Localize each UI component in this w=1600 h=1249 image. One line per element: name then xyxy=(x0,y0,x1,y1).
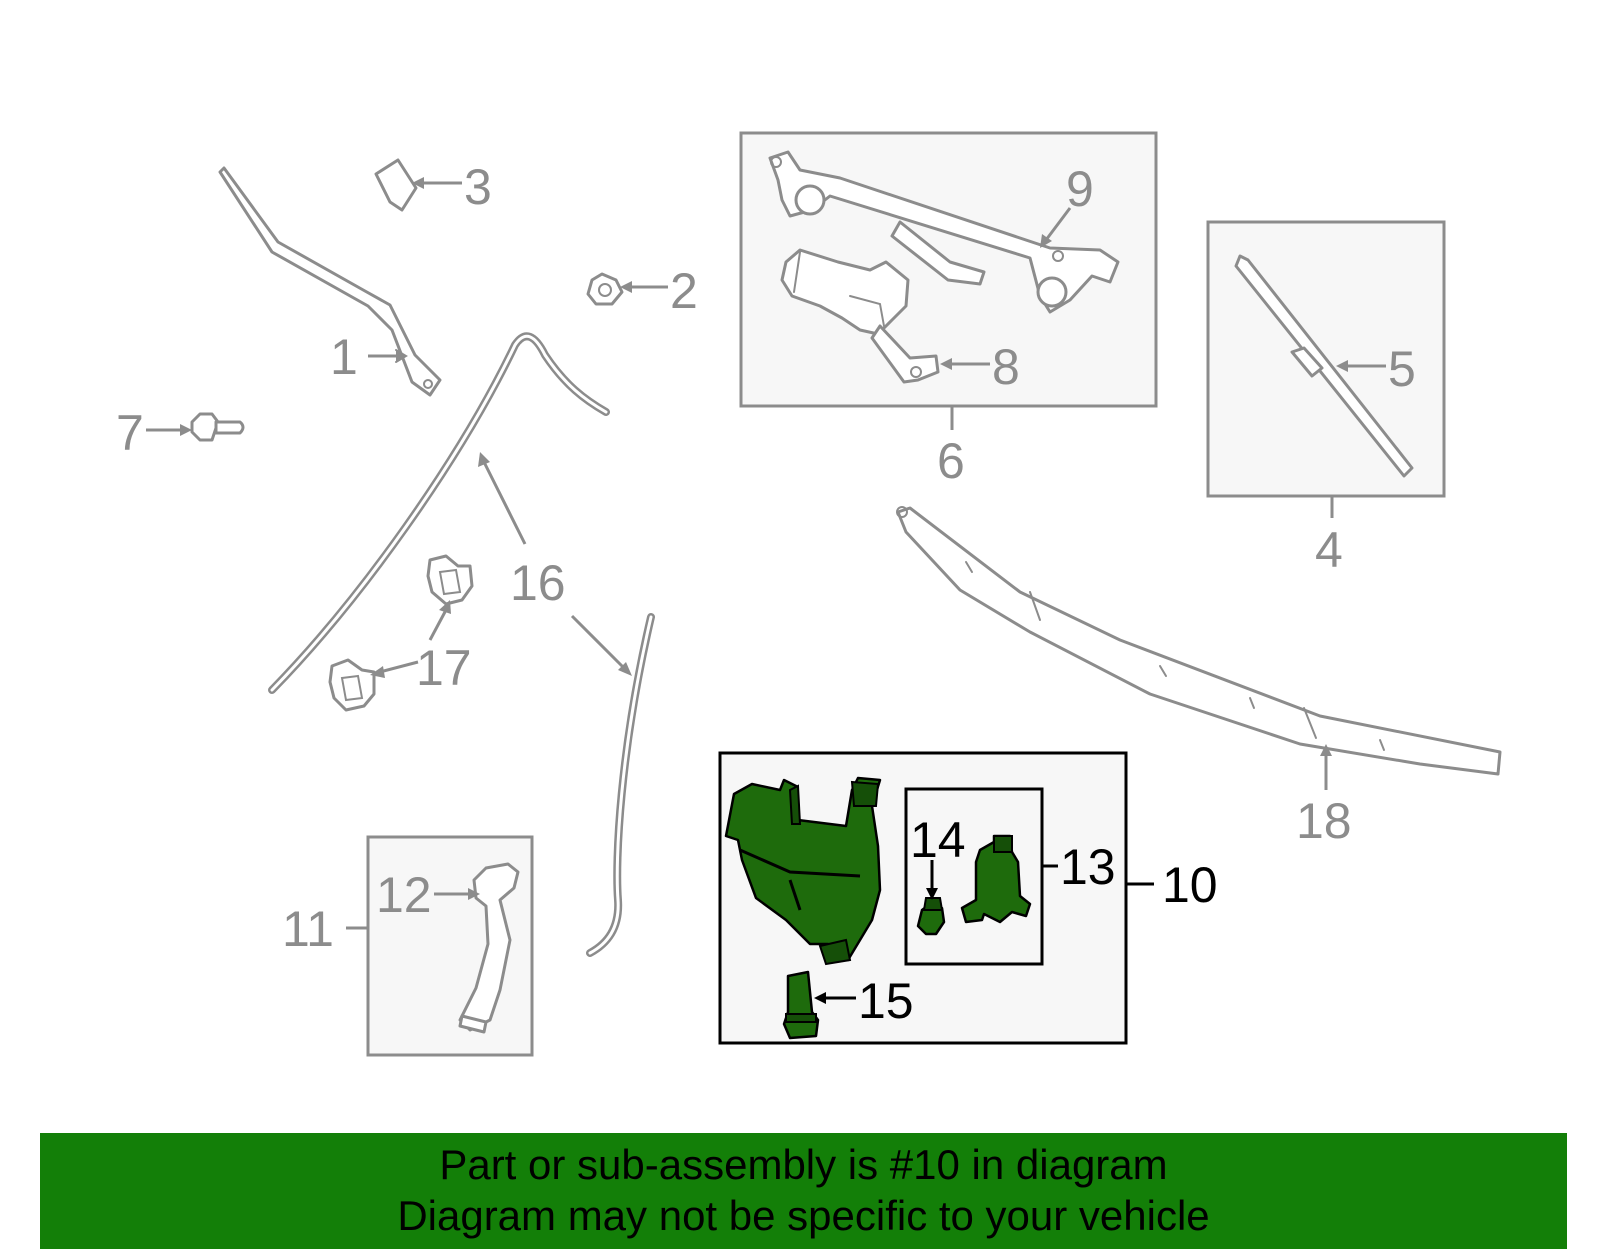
callout-16: 16 xyxy=(510,555,566,611)
callout-15: 15 xyxy=(858,973,914,1029)
part-8-motor[interactable] xyxy=(780,248,940,384)
callout-3: 3 xyxy=(464,159,492,215)
callout-13: 13 xyxy=(1060,839,1116,895)
part-14-grommet[interactable] xyxy=(916,897,946,936)
part-9-linkage[interactable] xyxy=(768,150,1120,314)
callout-7: 7 xyxy=(116,405,144,461)
callout-18: 18 xyxy=(1296,793,1352,849)
part-15-reservoir-strainer[interactable] xyxy=(782,970,820,1040)
part-1-wiper-arm[interactable] xyxy=(218,166,442,397)
callout-6: 6 xyxy=(937,433,965,489)
banner-line-1: Part or sub-assembly is #10 in diagram xyxy=(439,1141,1168,1188)
callout-14: 14 xyxy=(910,812,966,868)
callout-9: 9 xyxy=(1066,161,1094,217)
callout-2: 2 xyxy=(670,263,698,319)
part-18-cowl-panel[interactable] xyxy=(896,506,1502,776)
callout-8: 8 xyxy=(992,339,1020,395)
callout-5: 5 xyxy=(1388,341,1416,397)
banner-line-2: Diagram may not be specific to your vehi… xyxy=(397,1192,1210,1239)
leader-16b xyxy=(570,614,626,670)
callout-17: 17 xyxy=(416,640,472,696)
callout-1: 1 xyxy=(330,329,358,385)
callout-10: 10 xyxy=(1162,857,1218,913)
leader-17b xyxy=(379,660,419,674)
leader-17a xyxy=(428,609,448,641)
part-3-cap[interactable] xyxy=(374,158,418,212)
part-5-wiper-blade[interactable] xyxy=(1234,254,1414,478)
info-banner: Part or sub-assembly is #10 in diagram D… xyxy=(40,1133,1567,1249)
part-16-washer-hose[interactable] xyxy=(268,332,655,957)
callout-11: 11 xyxy=(282,901,334,957)
part-2-nut[interactable] xyxy=(586,272,624,306)
part-10-washer-reservoir[interactable] xyxy=(724,776,882,966)
leader-16a xyxy=(482,461,527,545)
callout-12: 12 xyxy=(376,867,432,923)
part-17-clip[interactable] xyxy=(328,554,474,712)
leader-9 xyxy=(1044,207,1072,241)
part-7-bolt[interactable] xyxy=(190,412,245,442)
part-13-washer-pump[interactable] xyxy=(960,834,1032,924)
part-12-filler-neck[interactable] xyxy=(458,862,520,1034)
callout-4: 4 xyxy=(1315,522,1343,578)
